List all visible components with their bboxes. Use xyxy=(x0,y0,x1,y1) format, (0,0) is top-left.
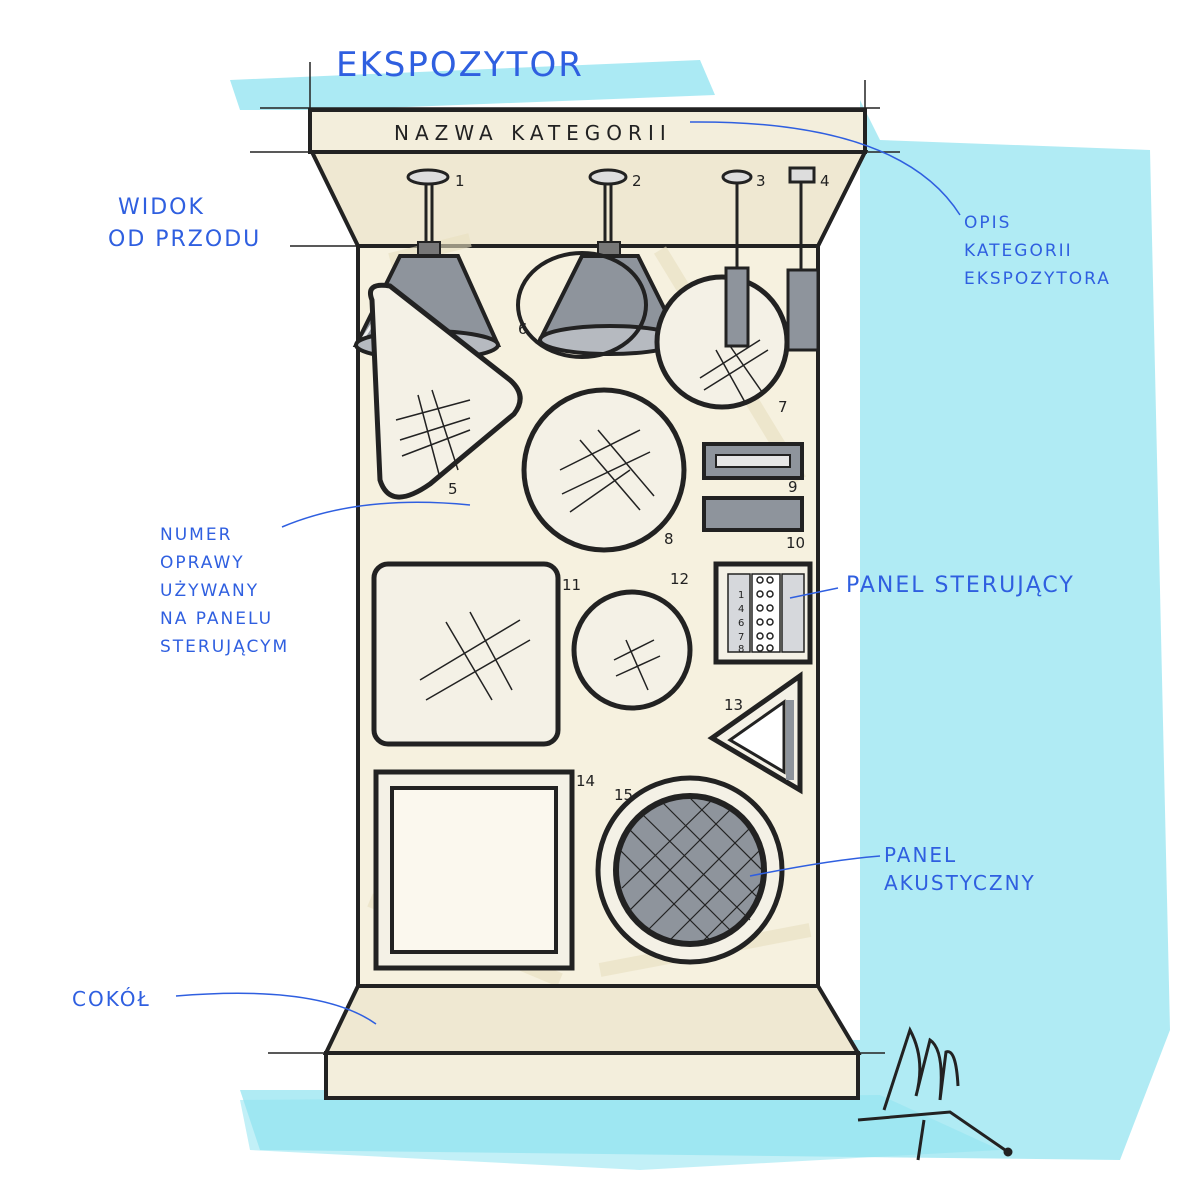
fixture-10-linear xyxy=(702,496,804,532)
plinth-label: COKÓŁ xyxy=(72,987,151,1011)
category-desc-line-2: KATEGORII xyxy=(964,241,1073,261)
fixture-number-note-1: NUMER xyxy=(160,525,232,545)
control-panel-number: 8 xyxy=(738,644,744,655)
fixture-12-circle xyxy=(571,589,693,711)
control-panel-number: 6 xyxy=(738,618,744,629)
control-panel-numbers: 1 4 6 7 8 xyxy=(738,590,744,655)
control-panel-number: 4 xyxy=(738,604,744,615)
control-panel xyxy=(713,561,813,665)
fixture-number: 12 xyxy=(670,570,689,588)
fixture-number: 5 xyxy=(448,480,458,498)
fixture-9-linear xyxy=(702,442,804,480)
fixture-number: 14 xyxy=(576,772,595,790)
fixture-number-note-2: OPRAWY xyxy=(160,553,245,573)
fixture-number-note-5: STERUJĄCYM xyxy=(160,637,289,657)
header-category-label: NAZWA KATEGORII xyxy=(394,121,672,145)
fixture-15-acoustic xyxy=(595,775,785,965)
fixture-14-square xyxy=(373,769,575,971)
plinth-top xyxy=(322,984,862,1055)
pendant-lamp-2 xyxy=(516,168,684,359)
fixture-number: 10 xyxy=(786,534,805,552)
fixture-number: 2 xyxy=(632,172,642,190)
plinth-base xyxy=(324,1051,860,1100)
fixture-13-triangle xyxy=(707,671,803,795)
fixture-number-labels: 1 2 3 4 5 6 7 8 9 10 11 12 13 14 15 xyxy=(448,172,830,804)
fixture-11-square xyxy=(371,561,561,747)
fixture-number: 9 xyxy=(788,478,798,496)
fixture-number: 4 xyxy=(820,172,830,190)
category-desc-line-1: OPIS xyxy=(964,213,1011,233)
header-bracket xyxy=(308,150,869,248)
fixture-5-triangle xyxy=(368,282,523,500)
control-panel-number: 7 xyxy=(738,632,744,643)
leader-lines xyxy=(175,121,961,1025)
category-desc-line-3: EKSPOZYTORA xyxy=(964,269,1111,289)
drawing-title: EKSPOZYTOR xyxy=(336,45,584,85)
signature xyxy=(857,1026,1013,1161)
header-panel xyxy=(308,108,867,154)
control-panel-number: 1 xyxy=(738,590,744,601)
fixture-number-note-4: NA PANELU xyxy=(160,609,273,629)
view-label-line-2: OD PRZODU xyxy=(108,227,261,252)
view-label-line-1: WIDOK xyxy=(118,195,205,220)
fixture-number: 1 xyxy=(455,172,465,190)
pendant-lamp-4-box xyxy=(786,166,820,352)
fixture-8-circle xyxy=(521,387,687,553)
fixture-number: 6 xyxy=(518,320,528,338)
fixture-7-circle xyxy=(654,266,790,410)
fixture-number: 13 xyxy=(724,696,743,714)
acoustic-panel-label-1: PANEL xyxy=(884,843,957,867)
fixture-number: 7 xyxy=(778,398,788,416)
control-panel-label: PANEL STERUJĄCY xyxy=(846,573,1075,598)
marker-wash xyxy=(230,60,1170,1170)
fixture-number-note-3: UŻYWANY xyxy=(160,580,259,601)
fixture-number: 3 xyxy=(756,172,766,190)
fixture-number: 11 xyxy=(562,576,581,594)
fixture-number: 15 xyxy=(614,786,633,804)
fixture-number: 8 xyxy=(664,530,674,548)
acoustic-panel-label-2: AKUSTYCZNY xyxy=(884,871,1036,895)
